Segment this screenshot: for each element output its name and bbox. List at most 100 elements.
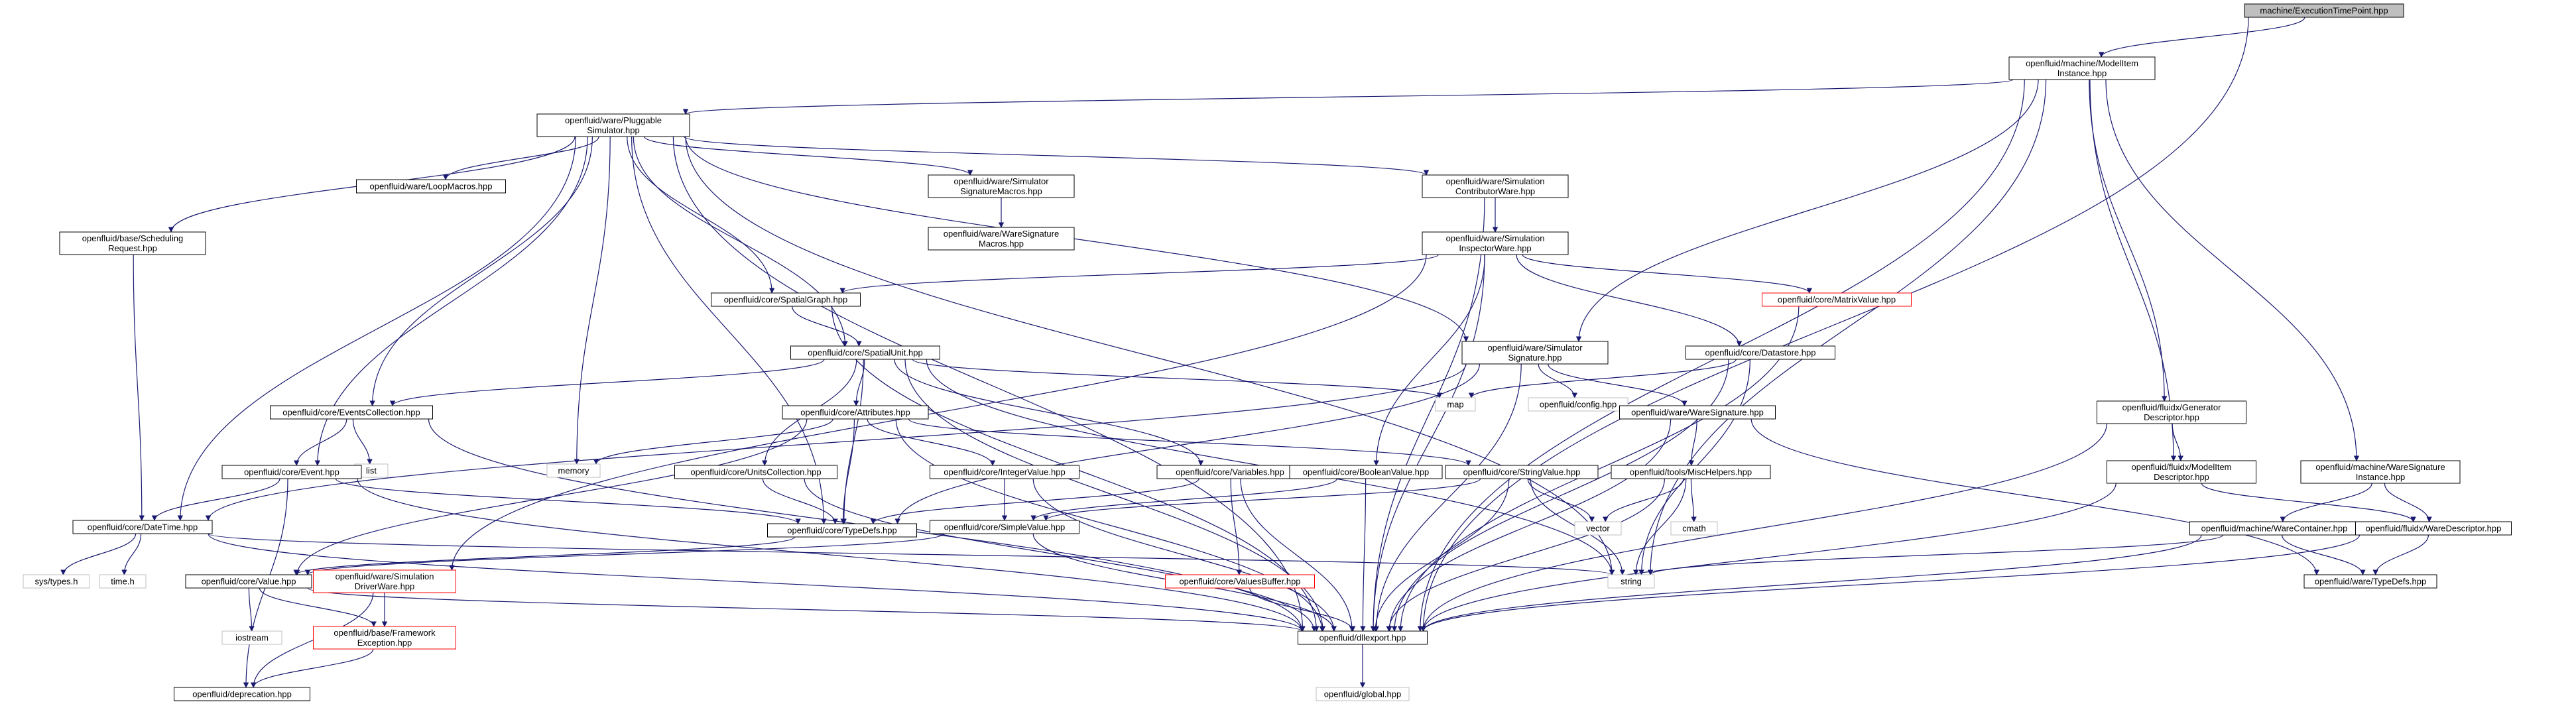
node-misc-helpers[interactable]: openfluid/tools/MiscHelpers.hpp — [1611, 465, 1771, 479]
node-label: openfluid/base/Scheduling — [82, 233, 184, 243]
node-label: openfluid/core/DateTime.hpp — [88, 522, 198, 532]
node-box[interactable] — [59, 231, 206, 255]
node-box[interactable] — [767, 523, 917, 538]
node-box[interactable] — [1445, 465, 1599, 479]
node-box[interactable] — [711, 292, 861, 307]
node-integer-value[interactable]: openfluid/core/IntegerValue.hpp — [930, 465, 1079, 479]
node-attributes[interactable]: openfluid/core/Attributes.hpp — [782, 405, 929, 420]
node-box[interactable] — [928, 227, 1075, 251]
node-box[interactable] — [930, 520, 1079, 534]
node-box[interactable] — [221, 465, 362, 479]
edge-pluggable_simulator-to-sim_contributor_ware — [683, 136, 1429, 176]
node-box[interactable] — [1762, 292, 1912, 307]
node-box[interactable] — [2303, 574, 2437, 589]
node-global: openfluid/global.hpp — [1316, 687, 1410, 701]
node-units-collection[interactable]: openfluid/core/UnitsCollection.hpp — [674, 465, 837, 479]
edge-simple_value-to-value — [305, 533, 945, 575]
node-iostream: iostream — [221, 630, 282, 645]
node-matrix-value[interactable]: openfluid/core/MatrixValue.hpp — [1762, 292, 1912, 307]
node-simple-value[interactable]: openfluid/core/SimpleValue.hpp — [930, 520, 1079, 534]
node-event[interactable]: openfluid/core/Event.hpp — [221, 465, 362, 479]
node-box[interactable] — [536, 113, 690, 137]
node-typedefs-core[interactable]: openfluid/core/TypeDefs.hpp — [767, 523, 917, 538]
node-box — [99, 574, 147, 589]
edge-sim_inspector_ware-to-sim_driver_ware — [449, 254, 1427, 571]
edge-ware_signature_instance-to-ware_descriptor — [2384, 483, 2432, 522]
edge-root-to-modelitem_instance — [2099, 17, 2305, 58]
node-datastore[interactable]: openfluid/core/Datastore.hpp — [1686, 345, 1835, 360]
node-box[interactable] — [1619, 405, 1776, 420]
node-events-collection[interactable]: openfluid/core/EventsCollection.hpp — [270, 405, 433, 420]
edge-events_collection-to-event — [294, 418, 347, 466]
node-spatial-unit[interactable]: openfluid/core/SpatialUnit.hpp — [790, 345, 940, 360]
node-spatial-graph[interactable]: openfluid/core/SpatialGraph.hpp — [711, 292, 861, 307]
node-box[interactable] — [72, 520, 213, 534]
node-box[interactable] — [928, 174, 1075, 198]
node-map: map — [1435, 397, 1476, 412]
edge-modelitem_descriptor-to-ware_descriptor — [2201, 483, 2416, 522]
node-variables[interactable]: openfluid/core/Variables.hpp — [1156, 465, 1304, 479]
node-ware-signature[interactable]: openfluid/ware/WareSignature.hpp — [1619, 405, 1776, 420]
node-box[interactable] — [1289, 465, 1443, 479]
node-box[interactable] — [2008, 56, 2156, 80]
node-typedefs-ware[interactable]: openfluid/ware/TypeDefs.hpp — [2303, 574, 2437, 589]
edge-pluggable_simulator-to-simulator_signature — [685, 136, 1469, 342]
node-string-value[interactable]: openfluid/core/StringValue.hpp — [1445, 465, 1599, 479]
node-box[interactable] — [2107, 460, 2256, 484]
node-sim-contributor-ware[interactable]: openfluid/ware/SimulationContributorWare… — [1422, 174, 1569, 198]
node-box[interactable] — [1422, 174, 1569, 198]
node-box[interactable] — [1298, 630, 1428, 645]
node-value[interactable]: openfluid/core/Value.hpp — [185, 574, 312, 589]
node-box[interactable] — [313, 626, 456, 650]
node-values-buffer[interactable]: openfluid/core/ValuesBuffer.hpp — [1165, 574, 1315, 589]
node-box[interactable] — [270, 405, 433, 420]
node-box[interactable] — [782, 405, 929, 420]
node-label: openfluid/fluidx/ModelItem — [2131, 462, 2231, 472]
edge-variables-to-values_buffer — [1230, 478, 1242, 575]
node-dllexport[interactable]: openfluid/dllexport.hpp — [1298, 630, 1428, 645]
node-ware-descriptor[interactable]: openfluid/fluidx/WareDescriptor.hpp — [2355, 521, 2512, 536]
node-box[interactable] — [185, 574, 312, 589]
node-box[interactable] — [2300, 460, 2461, 484]
node-ware-signature-instance[interactable]: openfluid/machine/WareSignatureInstance.… — [2300, 460, 2461, 484]
node-deprecation[interactable]: openfluid/deprecation.hpp — [174, 687, 310, 701]
node-boolean-value[interactable]: openfluid/core/BooleanValue.hpp — [1289, 465, 1443, 479]
node-label: openfluid/tools/MiscHelpers.hpp — [1630, 467, 1752, 477]
node-label: openfluid/core/SpatialGraph.hpp — [724, 295, 847, 305]
node-box[interactable] — [2097, 400, 2246, 424]
node-box[interactable] — [1165, 574, 1315, 589]
edge-values_buffer-to-dllexport — [1249, 587, 1356, 632]
node-box[interactable] — [313, 569, 456, 593]
node-box[interactable] — [930, 465, 1079, 479]
node-ware-container[interactable]: openfluid/machine/WareContainer.hpp — [2189, 521, 2359, 536]
node-config: openfluid/config.hpp — [1528, 397, 1628, 412]
node-datetime[interactable]: openfluid/core/DateTime.hpp — [72, 520, 213, 534]
node-box[interactable] — [1686, 345, 1835, 360]
node-memory: memory — [546, 463, 601, 478]
edge-framework_exception-to-deprecation — [251, 648, 374, 688]
node-label: openfluid/base/Framework — [334, 628, 436, 638]
node-sim-signature-macros[interactable]: openfluid/ware/SimulatorSignatureMacros.… — [928, 174, 1075, 198]
node-box[interactable] — [1611, 465, 1771, 479]
node-box[interactable] — [174, 687, 310, 701]
node-box[interactable] — [2355, 521, 2512, 536]
node-loop-macros[interactable]: openfluid/ware/LoopMacros.hpp — [356, 179, 506, 194]
node-sim-inspector-ware[interactable]: openfluid/ware/SimulationInspectorWare.h… — [1422, 231, 1569, 255]
node-box[interactable] — [1461, 341, 1609, 365]
node-label: openfluid/ware/Pluggable — [565, 115, 662, 125]
node-box[interactable] — [790, 345, 940, 360]
node-box[interactable] — [356, 179, 506, 194]
node-box[interactable] — [1422, 231, 1569, 255]
node-label: openfluid/dllexport.hpp — [1319, 633, 1406, 643]
node-label: openfluid/ware/Simulation — [1446, 176, 1545, 186]
node-box[interactable] — [674, 465, 837, 479]
